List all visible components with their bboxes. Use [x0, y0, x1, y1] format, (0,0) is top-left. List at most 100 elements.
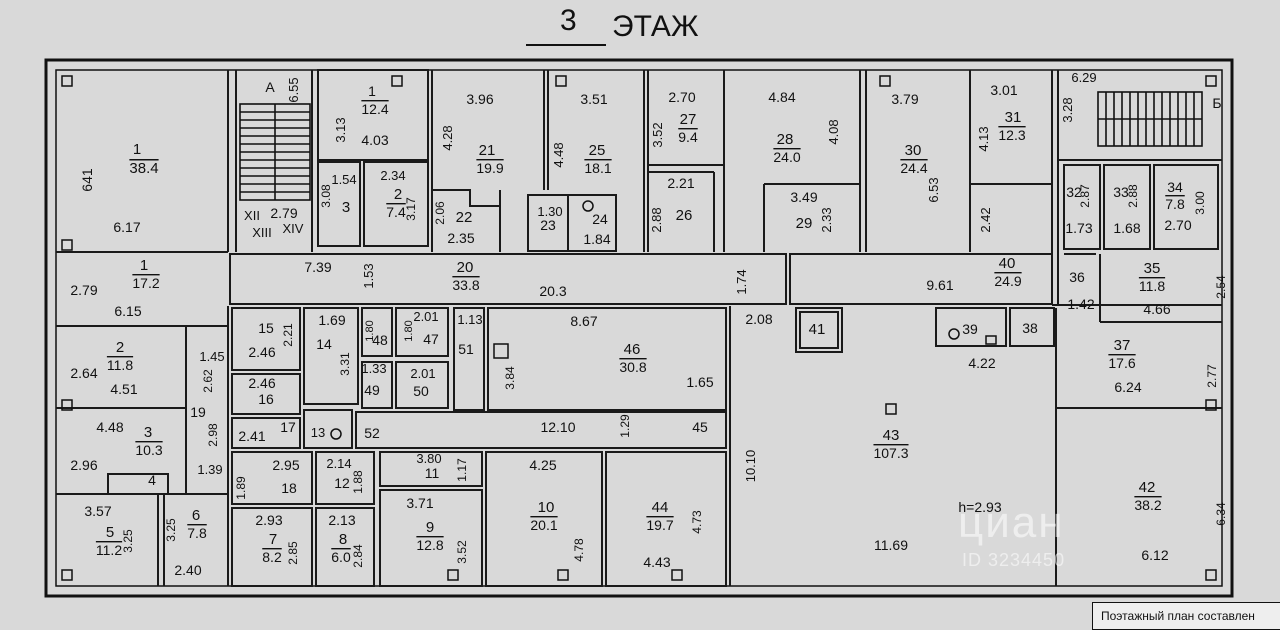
plan-label: 35 — [1144, 260, 1161, 277]
plan-label: 2.88 — [1126, 184, 1140, 208]
plan-label: 3.52 — [650, 122, 665, 147]
plan-label: 12.10 — [540, 419, 575, 435]
plan-label: 38 — [1022, 320, 1038, 336]
plan-label: A — [265, 79, 275, 95]
plan-label: 7 — [269, 531, 277, 548]
plan-label: 40 — [999, 255, 1016, 272]
plan-label: 2.34 — [380, 168, 405, 183]
plan-label: 1.80 — [403, 320, 415, 341]
plan-label: 6.15 — [114, 303, 141, 319]
plan-label: 4.43 — [643, 554, 670, 570]
plan-label: 2.06 — [433, 201, 447, 225]
plan-label: 3.49 — [790, 189, 817, 205]
plan-label: 2.98 — [206, 423, 220, 447]
plan-label: 20 — [457, 259, 474, 276]
plan-label: 1.80 — [364, 320, 376, 341]
plan-label: 2.01 — [410, 366, 435, 381]
plan-label: 48 — [372, 332, 388, 348]
plan-label: 1.69 — [318, 312, 345, 328]
plan-label: 1 — [133, 141, 141, 158]
plan-label: XIV — [283, 221, 304, 236]
plan-label: 11.8 — [1139, 278, 1165, 294]
plan-label: 43 — [883, 427, 900, 444]
plan-label: 10.3 — [135, 442, 162, 458]
plan-label: 29 — [796, 215, 813, 232]
plan-label: 18.1 — [584, 160, 611, 176]
plan-label: 3 — [342, 199, 350, 216]
plan-label: 8.67 — [570, 313, 597, 329]
plan-label: 1 — [368, 83, 376, 99]
plan-label: 9.61 — [926, 277, 953, 293]
plan-label: 16 — [258, 391, 274, 407]
plan-label: 23 — [540, 217, 556, 233]
plan-label: 18 — [281, 480, 297, 496]
plan-label: 3.08 — [319, 184, 333, 208]
plan-label: 44 — [652, 499, 669, 516]
plan-label: 4.25 — [529, 457, 556, 473]
fixtures — [61, 75, 1217, 581]
plan-label: 31 — [1005, 109, 1022, 126]
plan-label: 9.4 — [678, 129, 698, 145]
plan-label: 3.84 — [503, 366, 517, 390]
plan-label: 7.4 — [386, 204, 406, 220]
plan-label: 107.3 — [873, 445, 908, 461]
plan-label: 33.8 — [452, 277, 479, 293]
plan-label: 27 — [680, 111, 697, 128]
plan-label: 2.70 — [1164, 217, 1191, 233]
plan-label: 34 — [1167, 179, 1183, 195]
plan-label: 2.33 — [819, 207, 834, 232]
plan-label: 4.66 — [1143, 301, 1170, 317]
plan-label: 3.17 — [404, 197, 418, 221]
plan-label: 1.17 — [455, 458, 469, 482]
plan-label: 11.8 — [107, 357, 133, 373]
stairwell-left — [239, 103, 311, 201]
plan-label: 3.28 — [1060, 97, 1075, 122]
plan-label: 30 — [905, 142, 922, 159]
plan-label: 2.08 — [745, 311, 772, 327]
floor-word: ЭТАЖ — [612, 10, 699, 43]
plan-label: 17 — [280, 419, 296, 435]
plan-label: 10.10 — [743, 450, 758, 483]
plan-label: 24.0 — [773, 149, 800, 165]
plan-label: 49 — [364, 382, 380, 398]
plan-label: 2.70 — [668, 89, 695, 105]
plan-label: 30.8 — [619, 359, 646, 375]
plan-label: 6.29 — [1071, 70, 1096, 85]
plan-label: 2.79 — [70, 282, 97, 298]
plan-label: 47 — [423, 331, 439, 347]
plan-label: 50 — [413, 383, 429, 399]
plan-label: 1.42 — [1067, 296, 1094, 312]
plan-label: 5 — [106, 524, 114, 541]
plan-label: 2.21 — [281, 323, 295, 347]
plan-label: 20.3 — [539, 283, 566, 299]
plan-label: 41 — [809, 321, 826, 338]
plan-label: 21 — [479, 142, 496, 159]
plan-label: 4.73 — [690, 510, 704, 534]
plan-label: 37 — [1114, 337, 1131, 354]
plan-label: 11.69 — [874, 537, 908, 553]
stairwell-right — [1097, 91, 1203, 147]
plan-label: 2 — [116, 339, 124, 356]
plan-label: XII — [244, 208, 260, 223]
footer-note: Поэтажный план составлен — [1092, 602, 1280, 630]
floor-number-underline — [526, 44, 606, 46]
plan-label: 13 — [311, 425, 325, 440]
plan-label: 2.62 — [201, 369, 215, 393]
plan-label: 7.8 — [187, 525, 207, 541]
plan-label: 4.51 — [110, 381, 137, 397]
plan-label: 36 — [1069, 269, 1085, 285]
plan-label: 17.6 — [1108, 355, 1135, 371]
plan-label: 38.2 — [1134, 497, 1161, 513]
plan-label: 2.87 — [1078, 184, 1092, 208]
floor-number: 3 — [560, 4, 577, 37]
plan-label: 4.03 — [361, 132, 388, 148]
plan-label: 7.8 — [1165, 196, 1185, 212]
plan-label: 1.33 — [361, 361, 386, 376]
plan-label: 6.24 — [1114, 379, 1141, 395]
plan-label: 2.35 — [447, 230, 474, 246]
plan-label: 1.84 — [583, 231, 610, 247]
plan-label: 6.17 — [113, 219, 140, 235]
plan-label: 26 — [676, 207, 693, 224]
plan-label: 4.48 — [96, 419, 123, 435]
plan-label: 8 — [339, 531, 347, 548]
